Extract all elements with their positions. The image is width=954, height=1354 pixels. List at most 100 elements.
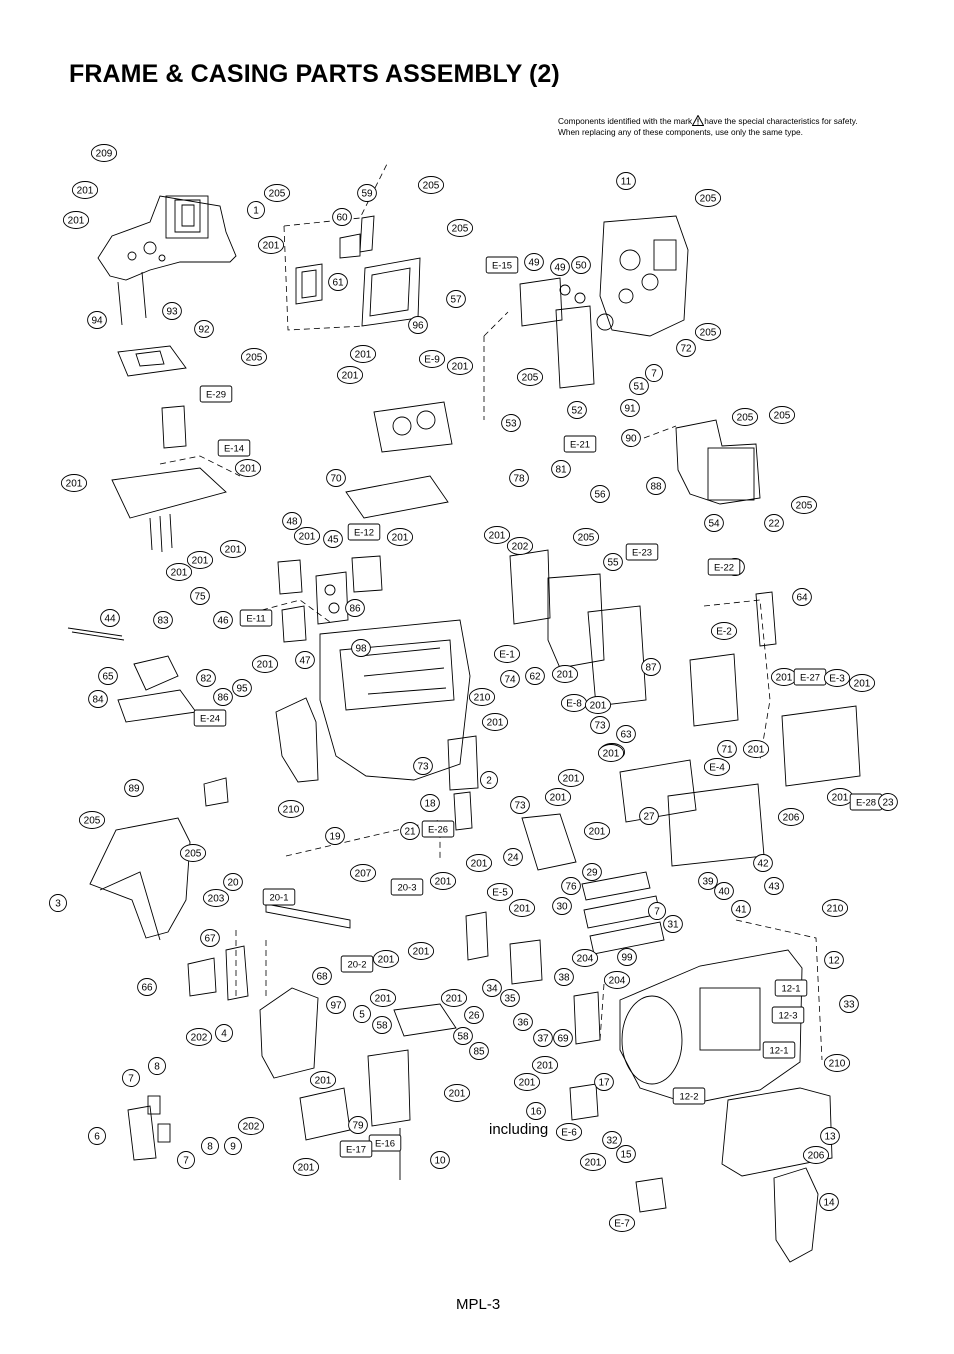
callout-circle [714, 882, 734, 900]
callout-8: 8 [201, 1137, 219, 1155]
callout-79: 79 [348, 1116, 368, 1134]
callout-label: 2 [486, 775, 492, 786]
callout-circle [506, 537, 534, 555]
callout-circle [567, 401, 587, 419]
callout-circle [100, 609, 120, 627]
callout-label: 210 [827, 903, 844, 914]
callout-label: 201 [537, 1060, 554, 1071]
callout-62: 62 [525, 667, 545, 685]
callout-73: 73 [413, 757, 433, 775]
callout-circle [413, 757, 433, 775]
callout-circle [571, 949, 599, 967]
callout-circle [663, 915, 683, 933]
callout-label: 53 [505, 418, 517, 429]
callout-circle [694, 189, 722, 207]
callout-circle [509, 469, 529, 487]
callout-label: E-23 [632, 547, 652, 558]
callout-label: 201 [298, 1162, 315, 1173]
callout-label: 6 [94, 1131, 100, 1142]
callout-circle [137, 978, 157, 996]
callout-201: 201 [848, 674, 876, 692]
callout-circle [122, 1069, 140, 1087]
callout-56: 56 [590, 485, 610, 503]
callout-circle [400, 822, 420, 840]
callout-circle [345, 599, 365, 617]
callout-circle [465, 854, 493, 872]
callout-201: 201 [584, 696, 612, 714]
callout-label: 201 [557, 669, 574, 680]
callout-206: 206 [777, 808, 805, 826]
callout-label: 62 [529, 671, 541, 682]
callout-circle [453, 1027, 473, 1045]
callout-circle [616, 172, 636, 190]
callout-label: 86 [217, 692, 229, 703]
callout-circle [196, 669, 216, 687]
callout-circle [186, 551, 214, 569]
callout-201: 201 [770, 668, 798, 686]
callout-38: 38 [554, 968, 574, 986]
callout-e-17: E-17 [339, 1140, 373, 1158]
callout-label: 94 [91, 315, 103, 326]
callout-label: 43 [768, 881, 780, 892]
callout-circle [481, 713, 509, 731]
callout-label: 201 [192, 555, 209, 566]
callout-label: 33 [843, 999, 855, 1010]
callout-circle [508, 899, 536, 917]
callout-circle [348, 1116, 368, 1134]
callout-circle [420, 794, 440, 812]
callout-circle [555, 1123, 583, 1141]
callout-206: 206 [802, 1146, 830, 1164]
callout-circle [824, 951, 844, 969]
callout-label: 56 [594, 489, 606, 500]
callout-label: 7 [183, 1155, 189, 1166]
callout-205: 205 [179, 844, 207, 862]
callout-label: 42 [757, 858, 769, 869]
callout-label: 201 [355, 349, 372, 360]
callout-circle [621, 429, 641, 447]
callout-20: 20 [223, 873, 243, 891]
callout-circle [153, 611, 173, 629]
callout-circle [148, 1057, 166, 1075]
callout-e-28: E-28 [849, 793, 883, 811]
callout-label: 201 [563, 773, 580, 784]
callout-circle [731, 900, 751, 918]
callout-201: 201 [483, 526, 511, 544]
callout-17: 17 [594, 1073, 614, 1091]
callout-12-3: 12-3 [771, 1006, 805, 1024]
callout-label: 201 [413, 946, 430, 957]
callout-7: 7 [648, 902, 666, 920]
callout-label: 95 [236, 683, 248, 694]
callout-e-7: E-7 [608, 1214, 636, 1232]
callout-label: E-12 [354, 527, 374, 538]
callout-circle [584, 696, 612, 714]
callout-label: 201 [66, 478, 83, 489]
callout-label: 59 [361, 188, 373, 199]
callout-label: 201 [748, 744, 765, 755]
callout-87: 87 [641, 658, 661, 676]
callout-circle [468, 688, 496, 706]
callout-210: 210 [823, 1054, 851, 1072]
callout-label: 73 [417, 761, 429, 772]
callout-201: 201 [443, 1084, 471, 1102]
callout-50: 50 [571, 256, 591, 274]
callout-label: 27 [643, 811, 655, 822]
callout-circle [526, 1102, 546, 1120]
callout-label: 61 [332, 277, 344, 288]
callout-label: 201 [68, 215, 85, 226]
callout-circle [524, 253, 544, 271]
callout-label: 69 [557, 1033, 569, 1044]
callout-circle [482, 979, 502, 997]
callout-label: 17 [598, 1077, 610, 1088]
callout-3: 3 [49, 894, 67, 912]
callout-circle [194, 320, 214, 338]
callout-label: 81 [555, 464, 567, 475]
callout-61: 61 [328, 273, 348, 291]
callout-201: 201 [71, 181, 99, 199]
callout-circle [629, 377, 649, 395]
callout-label: E-29 [206, 389, 226, 400]
callout-70: 70 [326, 469, 346, 487]
callout-label: 209 [96, 148, 113, 159]
callout-circle [878, 793, 898, 811]
callout-label: E-1 [499, 649, 515, 660]
